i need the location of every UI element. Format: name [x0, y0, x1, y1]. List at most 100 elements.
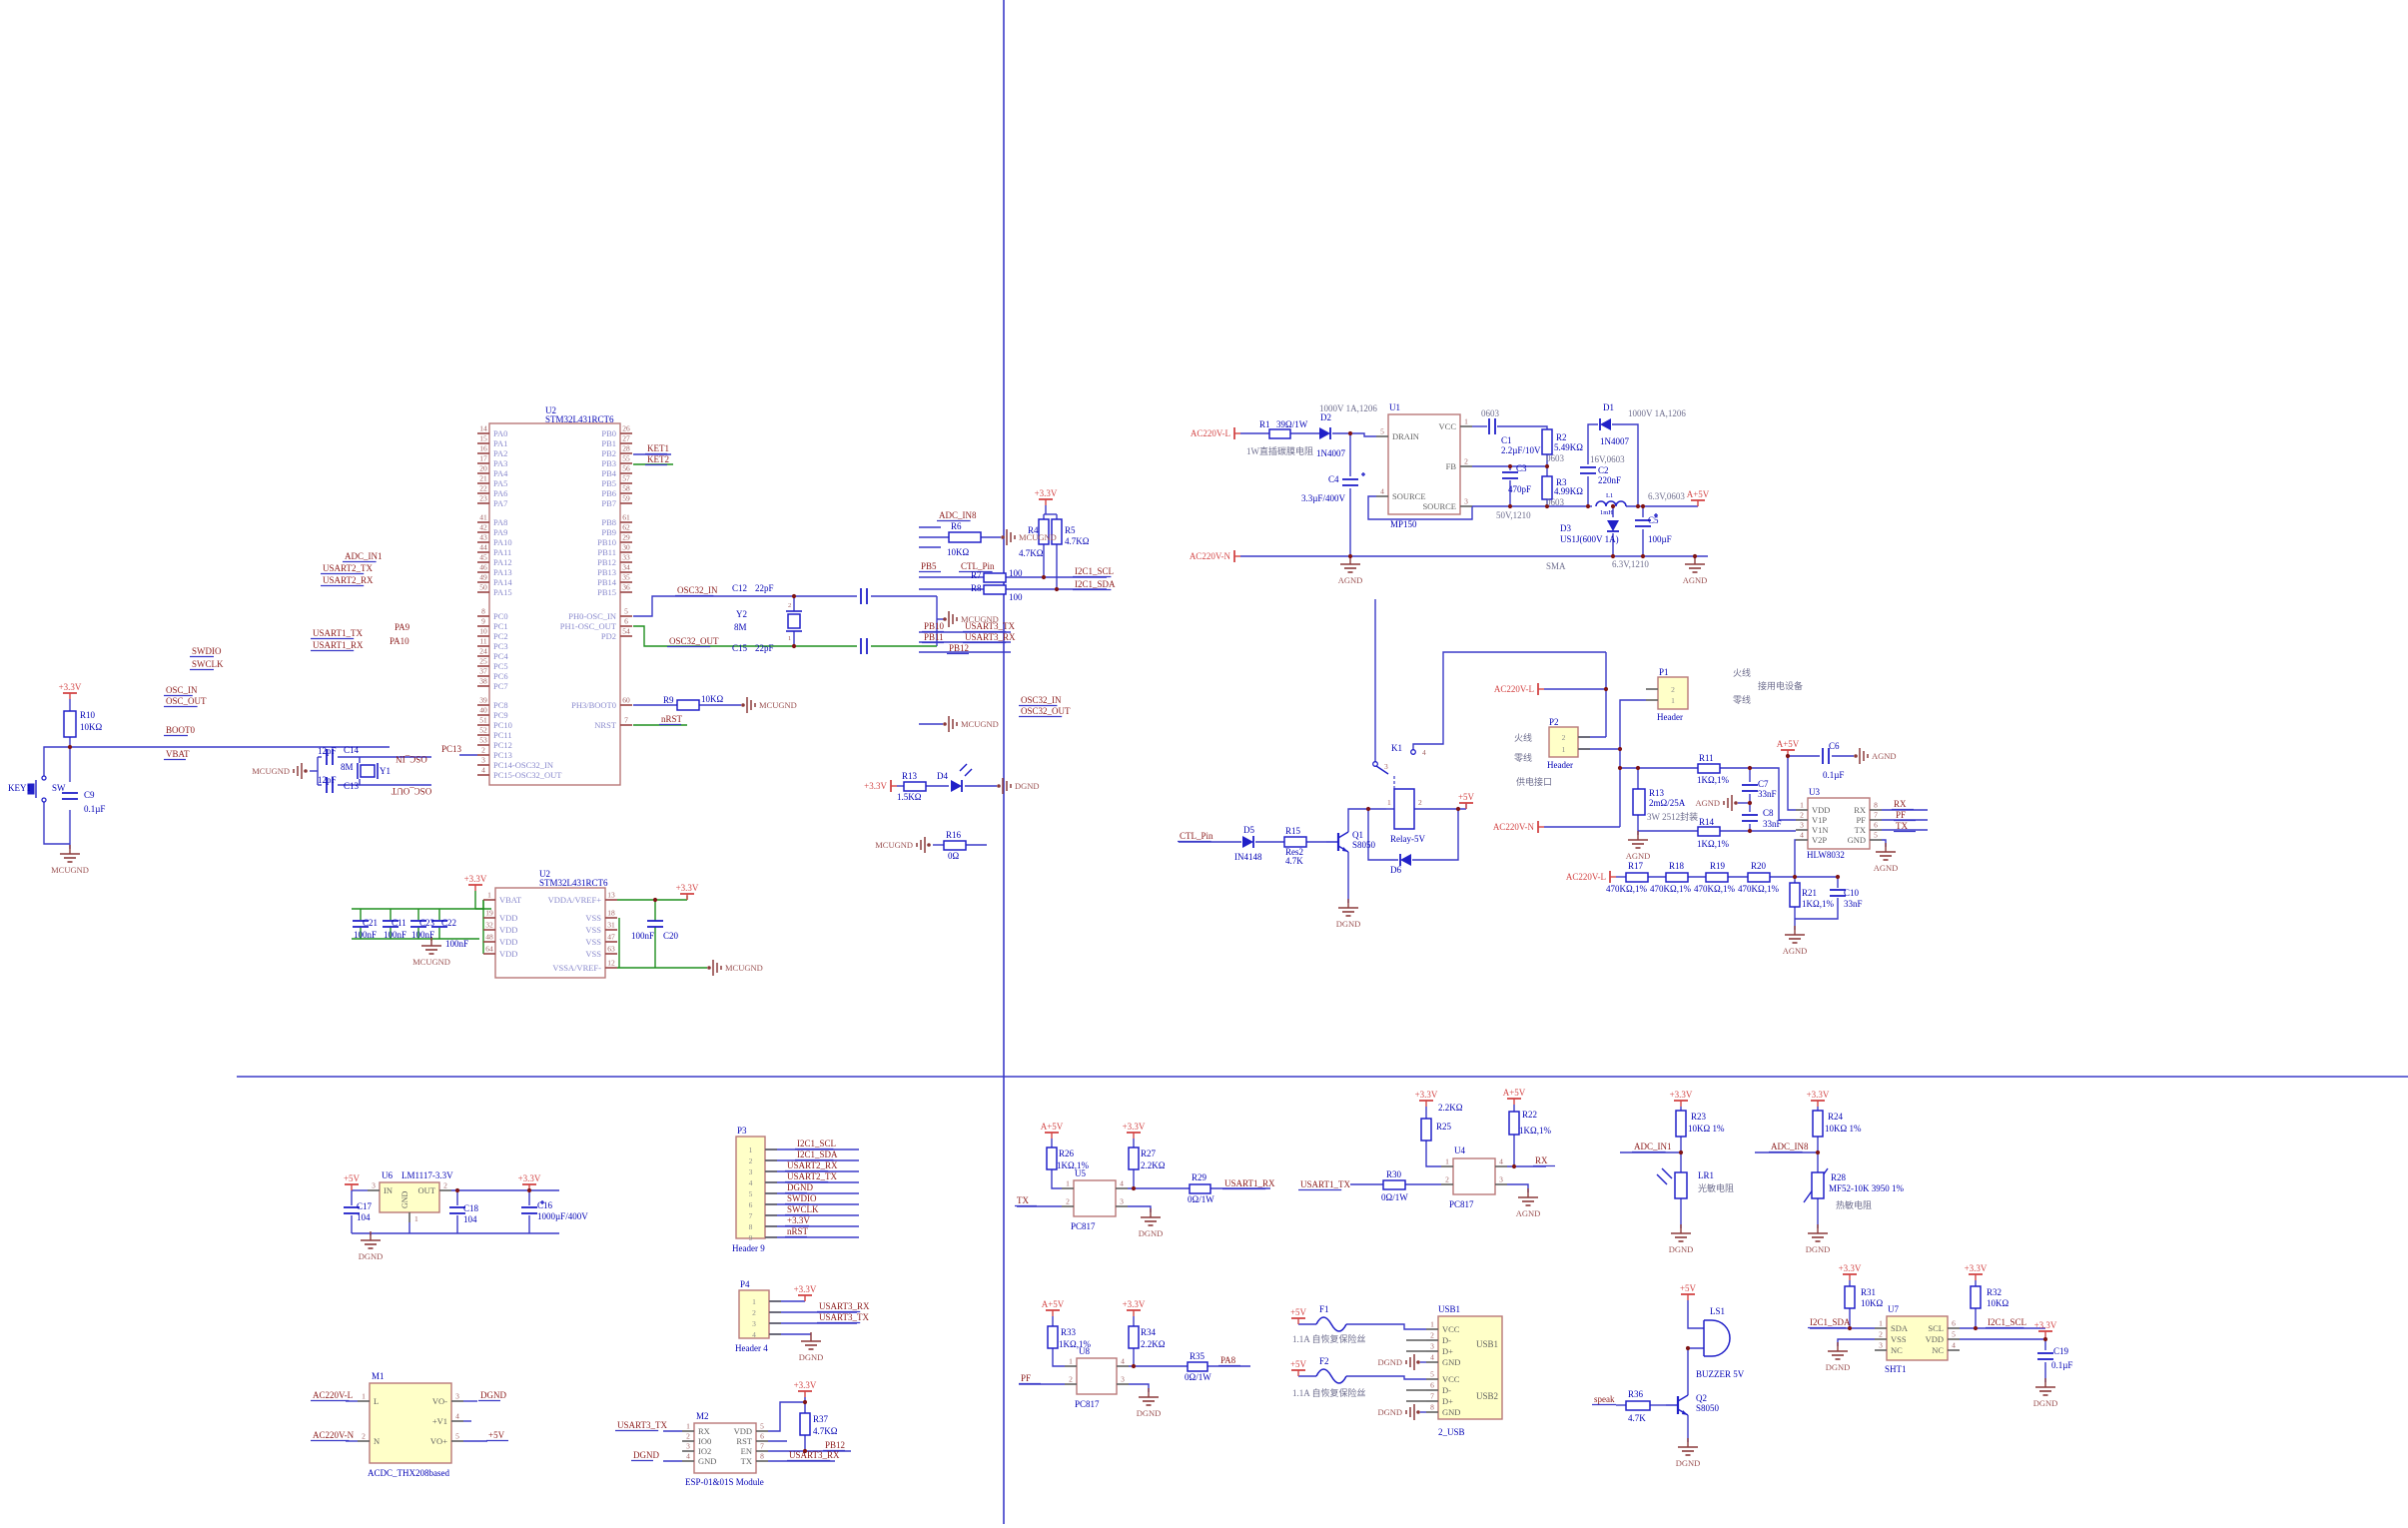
dgnd-ground[interactable]: DGND	[1336, 899, 1361, 929]
net-label[interactable]: AC220V-N	[313, 1430, 355, 1440]
resistor[interactable]	[1046, 1146, 1058, 1170]
net-label[interactable]: DGND	[480, 1390, 506, 1400]
net-label[interactable]: USART3_RX	[789, 1450, 840, 1460]
resistor[interactable]	[1187, 1361, 1208, 1372]
wire[interactable]	[1347, 808, 1386, 832]
agnd-ground[interactable]: AGND	[1695, 795, 1738, 811]
diode[interactable]	[1607, 520, 1619, 532]
wire[interactable]	[1350, 432, 1376, 437]
wire[interactable]	[1619, 699, 1646, 827]
dgnd-ground[interactable]: DGND	[1669, 1224, 1694, 1254]
net-label[interactable]: USART3_TX	[617, 1420, 667, 1430]
net-label[interactable]: PA10	[390, 636, 409, 646]
diode[interactable]	[1399, 854, 1411, 866]
net-label[interactable]: USART2_TX	[323, 563, 373, 573]
contact-circle[interactable]	[41, 775, 47, 781]
power-flag-33v[interactable]: +3.3V	[2034, 1320, 2057, 1337]
resistor[interactable]	[943, 840, 967, 851]
net-label[interactable]: CTL_Pin	[961, 561, 995, 571]
wire[interactable]	[1687, 1300, 1704, 1329]
capacitor[interactable]	[1830, 889, 1846, 897]
mcugnd-ground[interactable]: MCUGND	[943, 611, 999, 627]
ic-p1-header[interactable]: 21	[1646, 676, 1689, 710]
diode[interactable]	[1599, 418, 1611, 430]
power-flag-5v[interactable]: +5V	[344, 1173, 361, 1190]
capacitor[interactable]	[860, 588, 868, 604]
net-label[interactable]: speak	[1594, 1394, 1615, 1404]
net-label[interactable]: SWDIO	[192, 646, 222, 656]
net-label[interactable]: OSC32_OUT	[669, 636, 719, 646]
dgnd-ground[interactable]: DGND	[1676, 1438, 1701, 1468]
power-flag-33v[interactable]: +3.3V	[1123, 1299, 1146, 1316]
net-label[interactable]: OSC_OUT	[391, 786, 431, 796]
power-flag-33v[interactable]: +3.3V	[1035, 488, 1058, 505]
wire[interactable]	[1497, 425, 1548, 429]
resistor[interactable]	[983, 572, 1007, 583]
wire[interactable]	[43, 802, 70, 845]
net-label[interactable]: USART1_RX	[1224, 1178, 1275, 1188]
resistor[interactable]	[1705, 872, 1729, 883]
capacitor[interactable]	[1742, 814, 1758, 822]
buzzer[interactable]	[1703, 1319, 1731, 1357]
capacitor[interactable]	[410, 920, 426, 928]
mcugnd-ground[interactable]: MCUGND	[412, 937, 450, 967]
net-label[interactable]: USART1_RX	[313, 640, 364, 650]
net-label[interactable]: PF	[1896, 810, 1906, 820]
net-label[interactable]: ADC_IN1	[1634, 1142, 1672, 1151]
power-flag-33v[interactable]: +3.3V	[1670, 1090, 1693, 1107]
net-label[interactable]: I2C1_SCL	[797, 1139, 836, 1148]
power-flag-33v[interactable]: +3.3V	[1415, 1090, 1438, 1107]
power-flag-33v[interactable]: +3.3V	[59, 682, 82, 699]
contact-circle[interactable]	[1372, 761, 1378, 767]
resistor[interactable]	[1789, 882, 1801, 908]
resistor[interactable]	[948, 531, 982, 543]
net-label[interactable]: PC13	[441, 744, 462, 754]
resistor[interactable]	[1541, 428, 1553, 455]
wire[interactable]	[768, 1401, 805, 1432]
resistor[interactable]	[63, 710, 77, 738]
mcugnd-ground[interactable]: MCUGND	[707, 960, 763, 976]
agnd-ground[interactable]: AGND	[1854, 748, 1897, 764]
net-label[interactable]: SWCLK	[787, 1204, 819, 1214]
net-label[interactable]: DGND	[787, 1182, 813, 1192]
power-flag-ac220vn[interactable]: AC220V-N	[1190, 550, 1240, 562]
net-label[interactable]: TX	[1017, 1195, 1029, 1205]
fuse[interactable]	[1315, 1316, 1347, 1332]
dgnd-ground[interactable]: DGND	[1377, 1354, 1420, 1370]
net-label[interactable]: USART3_TX	[819, 1312, 869, 1322]
wire[interactable]	[1346, 1323, 1426, 1330]
wire[interactable]	[1837, 1338, 1875, 1346]
agnd-ground[interactable]: AGND	[1783, 926, 1808, 956]
wire[interactable]	[1128, 1205, 1152, 1212]
capacitor[interactable]	[1488, 418, 1496, 434]
wire[interactable]	[1346, 1375, 1426, 1380]
net-label[interactable]: PB12	[949, 643, 969, 653]
wire[interactable]	[1052, 1348, 1065, 1367]
net-label[interactable]: PB5	[921, 561, 937, 571]
net-label[interactable]: I2C1_SCL	[1988, 1317, 2026, 1327]
power-flag-ac220vl[interactable]: AC220V-L	[1494, 683, 1544, 695]
power-flag-33v[interactable]: +3.3V	[794, 1380, 817, 1397]
power-flag-5v[interactable]: +5V	[1290, 1359, 1307, 1376]
mcugnd-ground[interactable]: MCUGND	[741, 697, 797, 713]
capacitor[interactable]	[521, 1200, 544, 1214]
inductor[interactable]	[1595, 500, 1627, 507]
dgnd-ground[interactable]: DGND	[799, 1332, 824, 1362]
net-label[interactable]: KET1	[647, 443, 669, 453]
net-label[interactable]: PA9	[395, 622, 410, 632]
resistor[interactable]	[1189, 1183, 1211, 1194]
led[interactable]	[951, 780, 963, 792]
power-flag-ac220vn[interactable]: AC220V-N	[1493, 821, 1544, 833]
wire[interactable]	[1425, 1141, 1441, 1167]
capacitor[interactable]	[431, 920, 447, 928]
resistor[interactable]	[1047, 1325, 1059, 1349]
wire[interactable]	[1795, 898, 1839, 920]
resistor[interactable]	[1675, 1110, 1687, 1138]
power-flag-33v[interactable]: +3.3V	[518, 1173, 541, 1190]
mcugnd-ground[interactable]: MCUGND	[875, 837, 931, 853]
